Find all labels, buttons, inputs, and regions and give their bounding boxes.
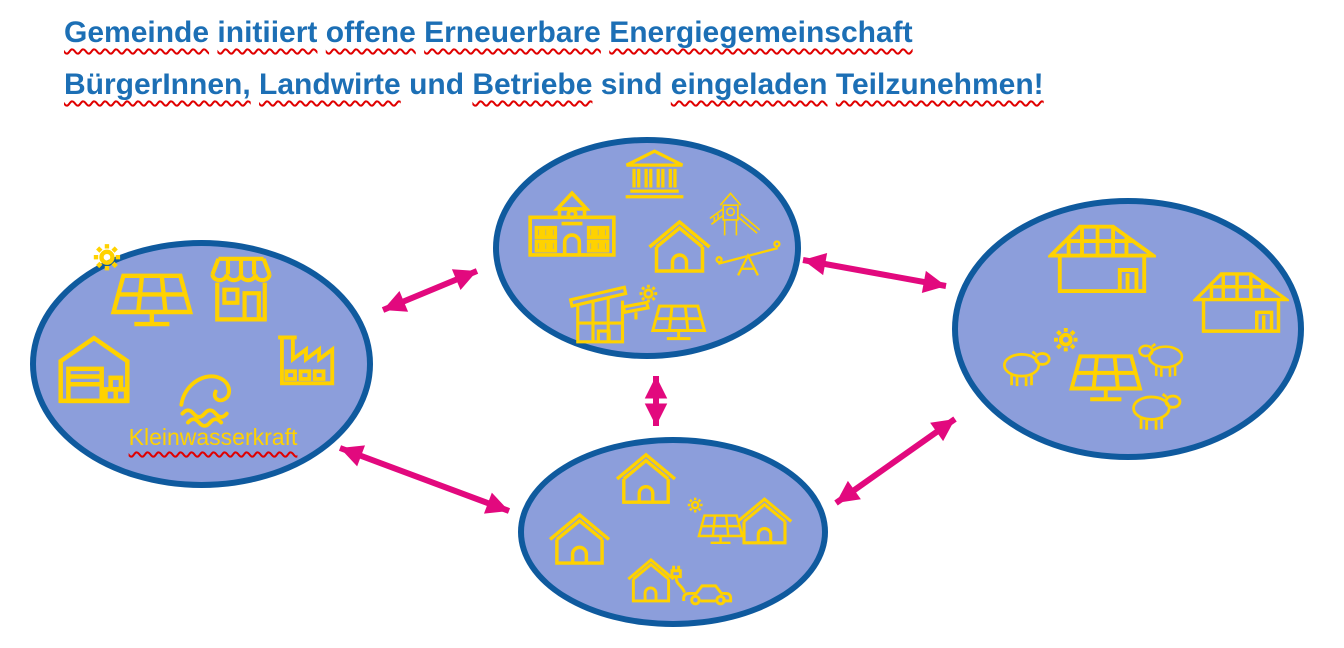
arrow-businesses-public [381,268,479,313]
small-hydro-label: Kleinwasserkraft [128,424,298,450]
slide-title-line2: BürgerInnen, Landwirte und Betriebe sind… [64,68,1044,101]
arrow-public-farm [802,252,947,294]
slide-title-line1: Gemeinde initiiert offene Erneuerbare En… [64,16,913,49]
households-ellipse [518,437,828,627]
house-icon [615,453,677,504]
businesses-ellipse [30,240,373,488]
barn-with-solar-roof-icon [1048,224,1156,294]
solar-panel-sun-icon [638,284,706,341]
arrow-households-farm [834,416,957,506]
shop-icon [203,249,279,328]
sheep-icon [1132,392,1182,432]
house-icon [548,513,611,565]
house-icon [736,497,793,545]
school-icon [526,184,618,261]
house-with-ev-charger-and-car-icon [626,558,733,606]
wave-icon [171,366,247,428]
solar-panel-sun-icon [86,243,198,335]
house-with-solar-roof-icon [1193,272,1289,333]
sheep-icon [1002,350,1051,388]
warehouse-icon [53,325,135,405]
playground-icon [709,192,760,237]
factory-icon [276,335,335,386]
seesaw-icon [715,240,781,277]
arrow-businesses-households [338,445,511,514]
sheep-icon [1138,342,1184,379]
house-icon [647,220,712,273]
bank-icon [623,149,686,199]
